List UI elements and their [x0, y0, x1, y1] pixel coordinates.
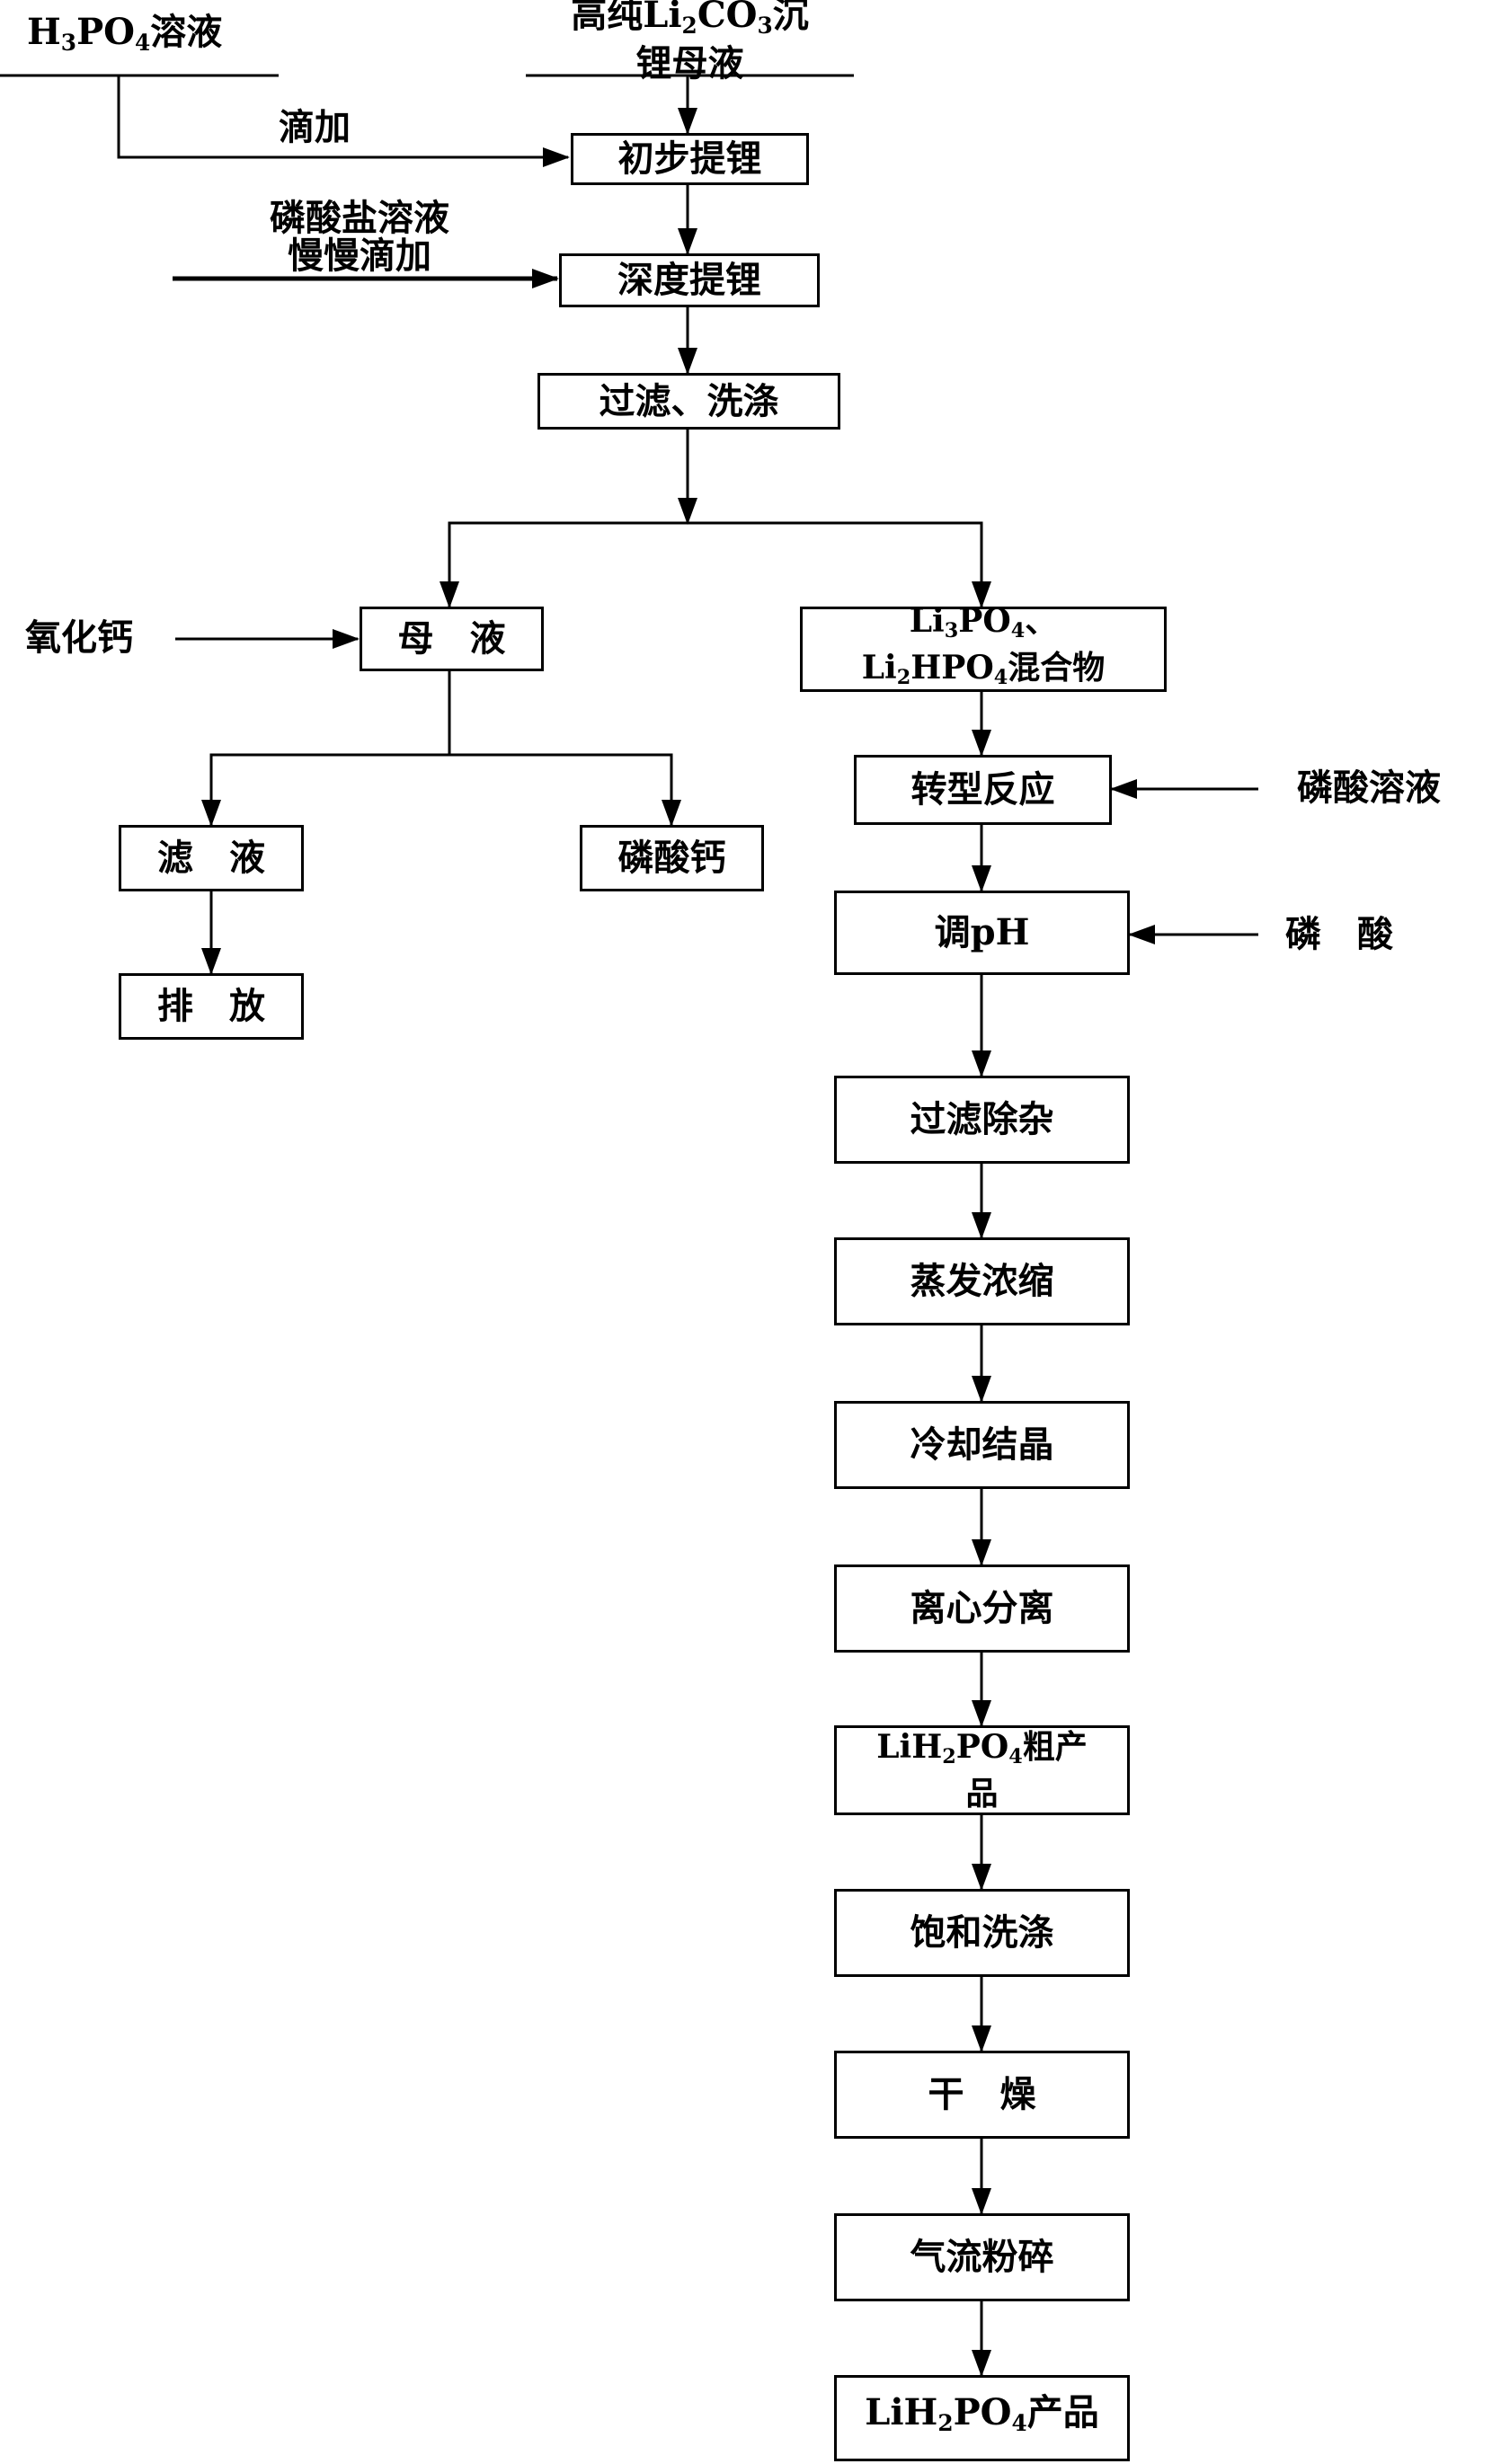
crystallization-box: 冷却结晶: [834, 1401, 1130, 1489]
filter-wash-box: 过滤、洗涤: [537, 373, 840, 430]
jet-milling-box: 气流粉碎: [834, 2213, 1130, 2301]
arrow-to-calcium-phosphate: [449, 753, 681, 827]
filter-impurity-box: 过滤除杂: [834, 1076, 1130, 1164]
adjust-ph-box: 调pH: [834, 891, 1130, 975]
h3po4-solution-label: H3PO4溶液: [27, 11, 223, 56]
arrow-h3po4-dropwise: [117, 75, 570, 167]
centrifuge-box: 离心分离: [834, 1564, 1130, 1653]
calcium-oxide-label: 氧化钙: [25, 616, 133, 659]
conversion-box: 转型反应: [854, 755, 1112, 825]
arrow-to-mother-liquor: [440, 521, 688, 608]
arrow-to-mixture: [688, 521, 991, 608]
saturated-wash-box: 饱和洗涤: [834, 1889, 1130, 1977]
final-product-box: LiH2PO4产品: [834, 2375, 1130, 2461]
phosphate-solution-label: 磷酸盐溶液慢慢滴加: [270, 197, 449, 277]
calcium-phosphate-box: 磷酸钙: [580, 825, 764, 891]
evaporation-box: 蒸发浓缩: [834, 1237, 1130, 1325]
mixture-box: Li3PO4、Li2HPO4混合物: [800, 603, 1167, 692]
discharge-box: 排 放: [119, 973, 304, 1040]
dropwise-label: 滴加: [279, 106, 351, 148]
drying-box: 干 燥: [834, 2051, 1130, 2139]
initial-extraction-box: 初步提锂: [571, 133, 809, 185]
lithium-mother-liquor-label: 高纯Li2CO3沉锂母液: [571, 0, 809, 84]
crude-product-box: LiH2PO4粗产品: [834, 1725, 1130, 1815]
phosphoric-acid-label: 磷 酸: [1285, 913, 1393, 955]
mother-liquor-box: 母 液: [360, 607, 544, 671]
deep-extraction-box: 深度提锂: [559, 253, 820, 307]
phosphoric-acid-solution-label: 磷酸溶液: [1297, 767, 1441, 809]
filtrate-box: 滤 液: [119, 825, 304, 891]
arrow-to-filtrate: [201, 753, 449, 827]
